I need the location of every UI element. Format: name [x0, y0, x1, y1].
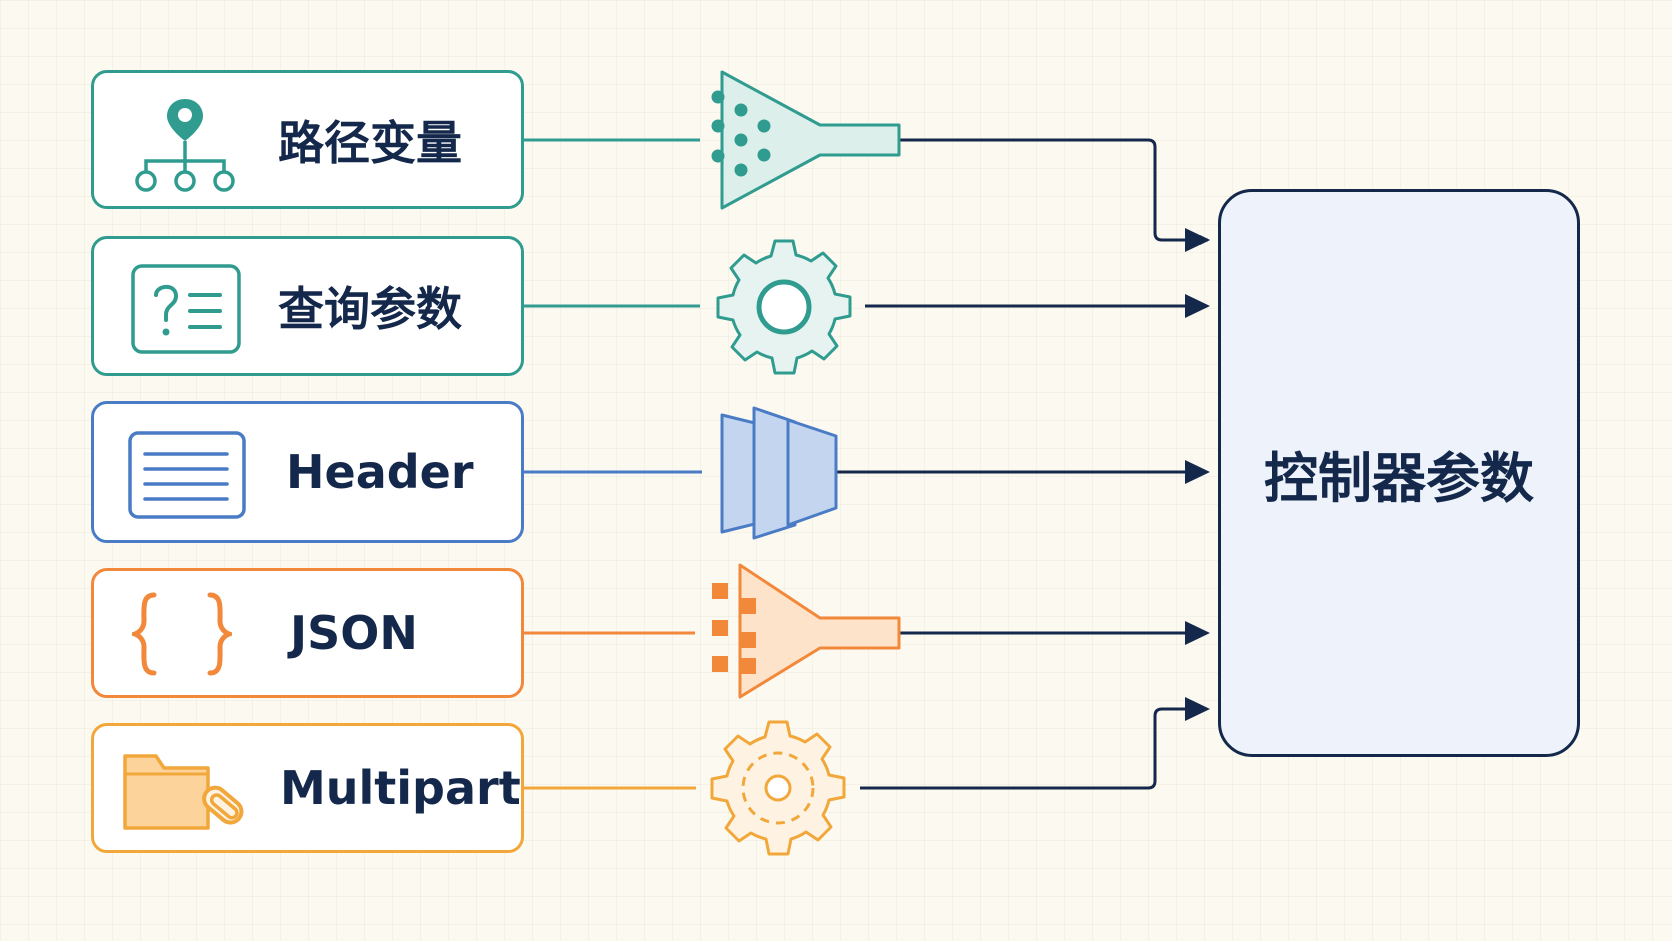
folder-paperclip-icon: [123, 754, 244, 830]
source-label-multipart: Multipart: [280, 761, 521, 815]
source-label-query-params: 查询参数: [278, 282, 462, 336]
source-box-multipart: Multipart: [91, 723, 524, 853]
source-box-json: JSON: [91, 568, 524, 698]
arrowhead-multipart: [1185, 697, 1210, 721]
arrowhead-json: [1185, 621, 1210, 645]
source-label-json: JSON: [290, 606, 418, 660]
funnel-dots-icon: [711, 70, 901, 210]
arrowhead-query-params: [1185, 294, 1210, 318]
arrow-path-variable: [900, 138, 1210, 245]
source-box-path-variable: 路径变量: [91, 70, 524, 209]
target-label: 控制器参数: [1264, 446, 1534, 510]
source-box-query-params: 查询参数: [91, 236, 524, 376]
funnel-squares-icon: [712, 563, 901, 699]
arrow-multipart: [860, 707, 1190, 790]
target-box-controller-params: 控制器参数: [1218, 189, 1580, 757]
source-label-path-variable: 路径变量: [278, 115, 462, 170]
source-label-header: Header: [286, 445, 474, 499]
arrowhead-path-variable: [1185, 228, 1210, 252]
dashed-gear-icon: [710, 720, 846, 856]
question-list-icon: [131, 264, 241, 354]
location-hierarchy-icon: [135, 99, 235, 192]
header-lines-icon: [128, 431, 246, 519]
gear-icon: [716, 239, 852, 375]
layered-prism-icon: [720, 406, 838, 540]
curly-braces-icon: [132, 592, 232, 676]
source-box-header: Header: [91, 401, 524, 543]
arrowhead-header: [1185, 460, 1210, 484]
